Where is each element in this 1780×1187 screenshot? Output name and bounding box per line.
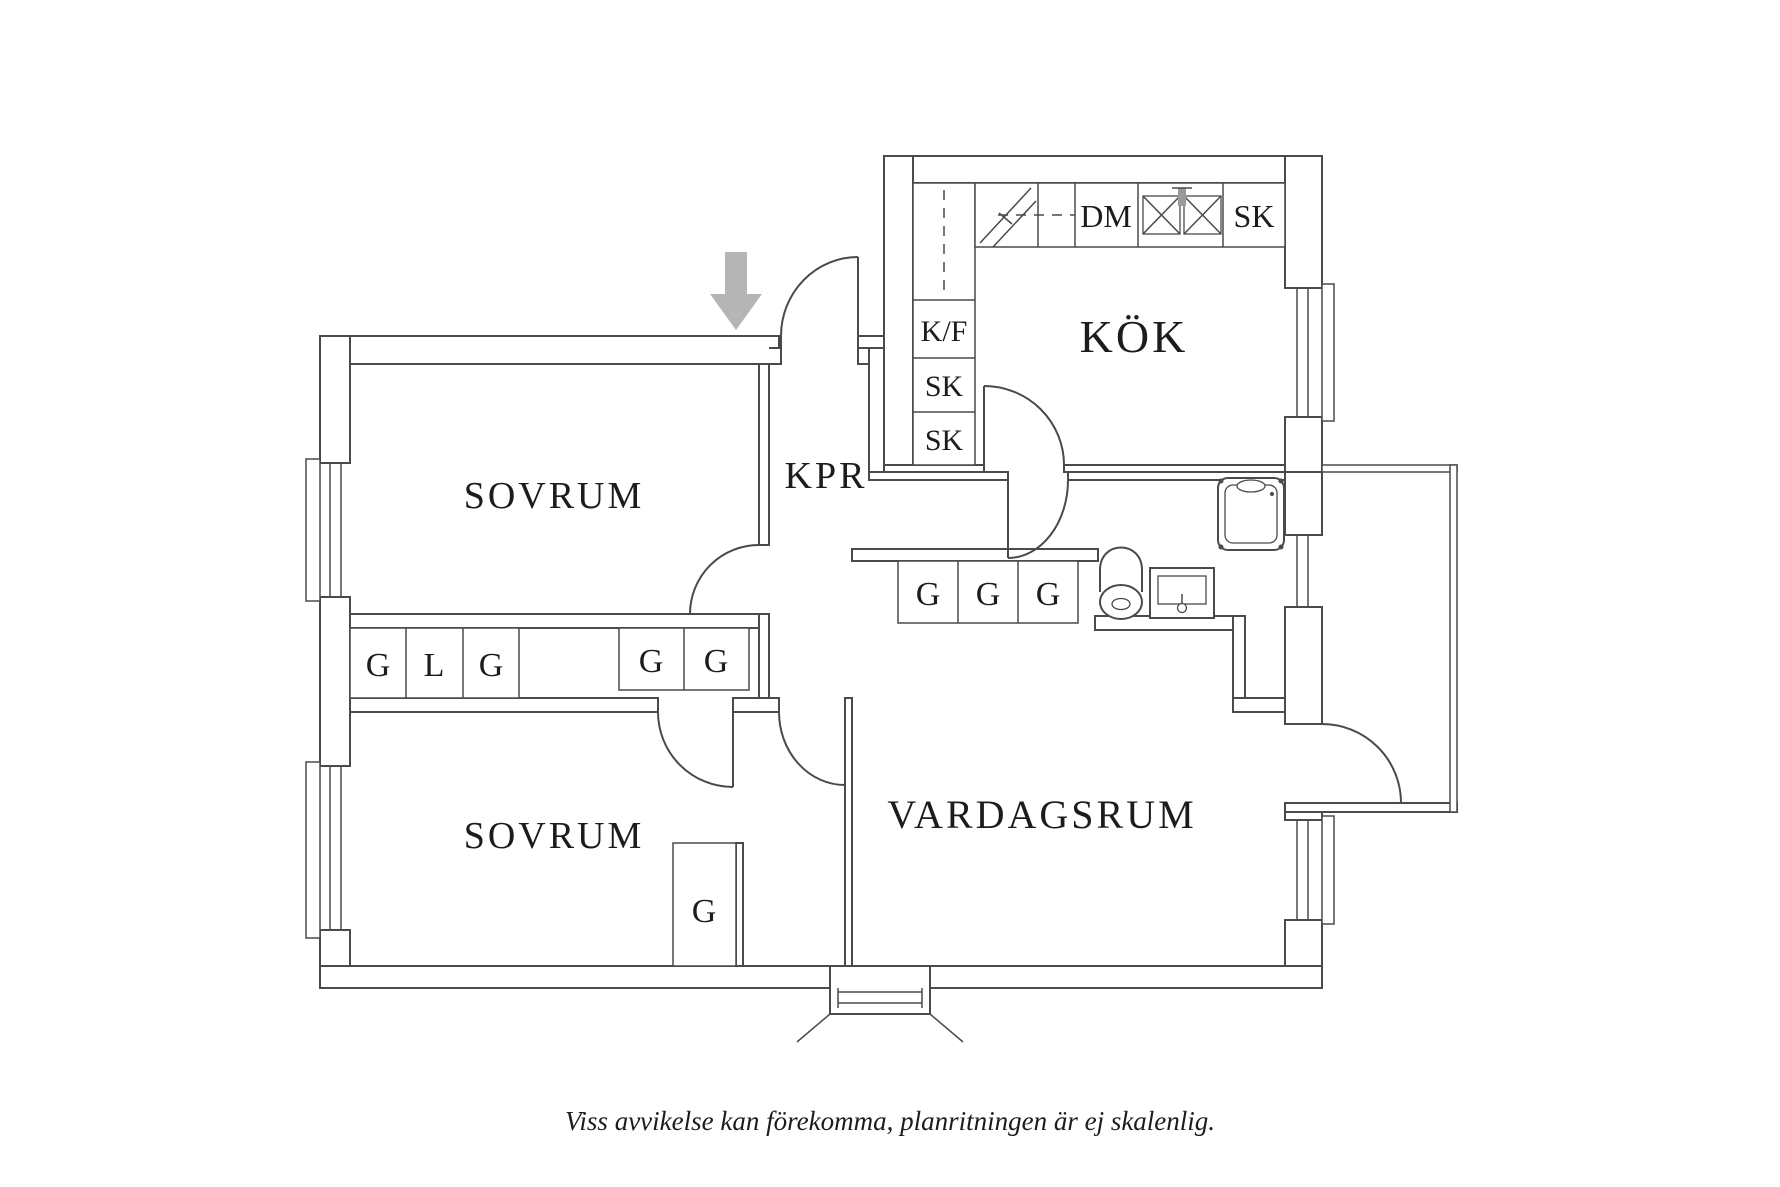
balcony bbox=[1321, 464, 1458, 813]
bedroom2-door-arc bbox=[657, 711, 734, 788]
closet-g-single bbox=[672, 842, 737, 967]
disclaimer-caption: Viss avvikelse kan förekomma, planritnin… bbox=[565, 1106, 1215, 1136]
wall-kitchen-bottom-b bbox=[1063, 464, 1286, 473]
wall-hall-livingroom bbox=[851, 548, 1099, 562]
wall-bedroom2-top-left bbox=[349, 697, 659, 713]
window-bedroom1-bay bbox=[305, 458, 321, 602]
wall-bath-top-b bbox=[1067, 471, 1286, 481]
balcony-right-rail bbox=[1449, 464, 1458, 813]
window-kitchen-bay bbox=[1321, 283, 1335, 422]
entry-door-arc bbox=[780, 256, 859, 337]
wall-kpr-left-upper bbox=[758, 363, 770, 546]
wall-kpr-right bbox=[868, 347, 885, 473]
label-closet-g-single: G bbox=[692, 893, 717, 930]
label-closet-gg2: G bbox=[704, 643, 729, 680]
vanity-sink-icon bbox=[1149, 567, 1215, 619]
faucet-icon bbox=[1178, 188, 1186, 206]
wall-bottom bbox=[319, 965, 1323, 989]
balcony-door-arc bbox=[1321, 723, 1402, 804]
closets bbox=[349, 560, 1079, 967]
window-bottom-splay-right bbox=[929, 1013, 964, 1043]
wall-closet-g bbox=[735, 842, 744, 967]
wall-right-4 bbox=[1284, 919, 1323, 967]
sink-icon bbox=[1142, 187, 1222, 235]
bedroom1-door-arc bbox=[689, 544, 760, 615]
label-kitchen: KÖK bbox=[1080, 311, 1189, 362]
bathroom-fixtures bbox=[1099, 477, 1285, 620]
wall-right-3 bbox=[1284, 811, 1323, 821]
window-bottom-bay bbox=[829, 965, 931, 1015]
closet-row-ggg bbox=[897, 560, 1079, 624]
wall-kitchen-right-upper bbox=[1284, 155, 1323, 289]
label-living-room: VARDAGSRUM bbox=[887, 792, 1196, 837]
entry-arrow-icon bbox=[710, 252, 762, 330]
wall-livingroom-left bbox=[844, 697, 853, 989]
label-closet-ggg2: G bbox=[976, 576, 1001, 613]
wall-bath-step-bottom bbox=[1232, 697, 1286, 713]
doors bbox=[657, 252, 1402, 804]
label-tall-cabinet-2: SK bbox=[925, 424, 964, 457]
wall-bath-step bbox=[1232, 615, 1246, 701]
wall-kitchen-right-lower bbox=[1284, 416, 1323, 473]
label-closet-l: L bbox=[424, 647, 445, 684]
windows bbox=[305, 283, 1335, 1043]
walls bbox=[319, 155, 1458, 989]
window-bedroom2-bay bbox=[305, 761, 321, 939]
balcony-top-rail bbox=[1321, 464, 1458, 473]
bath-door-arc bbox=[1007, 479, 1069, 559]
label-closet-g2: G bbox=[479, 647, 504, 684]
wall-kitchen-left bbox=[883, 155, 914, 473]
wall-kpr-left-lower bbox=[758, 613, 770, 699]
wall-bath-top-a bbox=[868, 471, 1009, 481]
wall-kitchen-top bbox=[883, 155, 1323, 184]
wall-bedroom2-top-right bbox=[732, 697, 780, 713]
window-bottom-splay-left bbox=[796, 1013, 831, 1043]
toilet-icon bbox=[1099, 546, 1143, 620]
kitchen-fittings bbox=[912, 182, 1286, 466]
entry-frame-right bbox=[857, 336, 869, 349]
label-dishwasher: DM bbox=[1080, 198, 1132, 234]
label-counter-cabinet: SK bbox=[1234, 198, 1275, 234]
wall-balcony-south bbox=[1284, 802, 1458, 813]
wall-bedroom1-bottom bbox=[349, 613, 760, 629]
livingroom-door-arc bbox=[778, 711, 846, 786]
closet-row-glg bbox=[349, 627, 520, 699]
label-bedroom-top: SOVRUM bbox=[464, 475, 645, 517]
label-closet-ggg3: G bbox=[1036, 576, 1061, 613]
wall-kitchen-bottom-a bbox=[883, 464, 985, 473]
wall-right-2 bbox=[1284, 606, 1323, 725]
wall-left-1 bbox=[319, 335, 351, 464]
label-fridge-freezer: K/F bbox=[921, 315, 968, 348]
label-closet-g1: G bbox=[366, 647, 391, 684]
label-closet-gg1: G bbox=[639, 643, 664, 680]
wall-top-left bbox=[319, 335, 782, 365]
wall-left-2 bbox=[319, 596, 351, 767]
shower-icon bbox=[1217, 477, 1285, 551]
label-hallway: KPR bbox=[785, 455, 868, 497]
label-closet-ggg1: G bbox=[916, 576, 941, 613]
label-bedroom-bottom: SOVRUM bbox=[464, 815, 645, 857]
label-tall-cabinet-1: SK bbox=[925, 370, 964, 403]
entry-frame-left bbox=[769, 336, 780, 349]
kitchen-door-arc bbox=[983, 385, 1065, 466]
window-livingroom-bay bbox=[1321, 815, 1335, 925]
wall-right-1 bbox=[1284, 471, 1323, 536]
labels: SOVRUM KPR KÖK SOVRUM VARDAGSRUM K/F SK … bbox=[366, 198, 1275, 1136]
